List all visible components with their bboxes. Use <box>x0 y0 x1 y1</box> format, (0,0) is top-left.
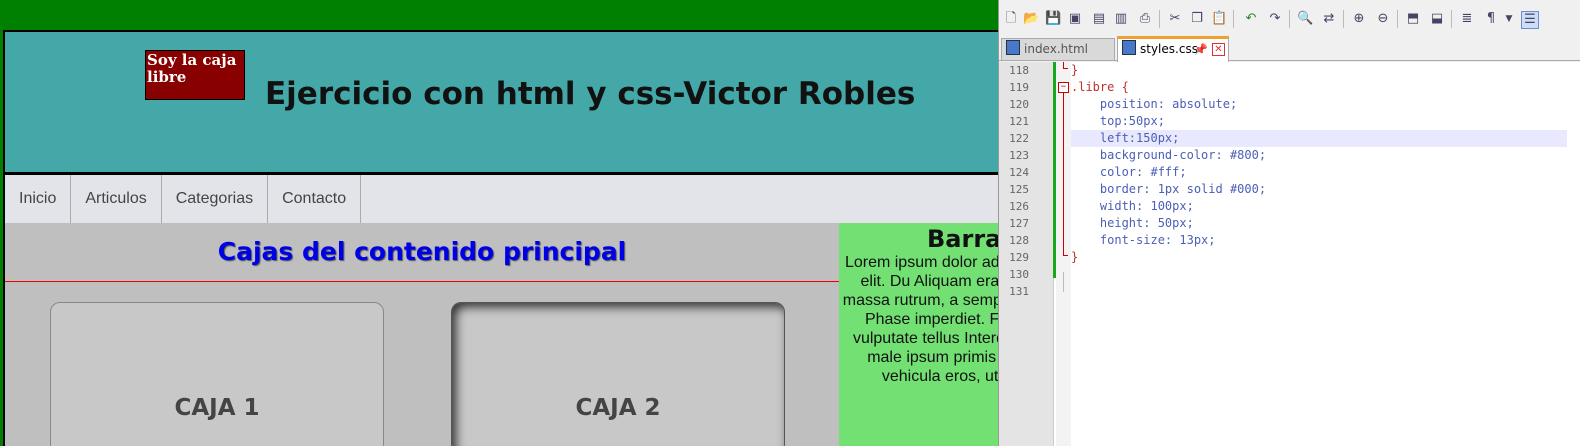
nav-item-categorias[interactable]: Categorias <box>162 175 269 223</box>
close-all-icon[interactable]: ▥ <box>1114 11 1128 26</box>
nav-item-articulos[interactable]: Articulos <box>71 175 162 223</box>
code-line: border: 1px solid #000; <box>1071 182 1267 196</box>
print-icon[interactable]: ⎙ <box>1139 11 1151 26</box>
code-line: position: absolute; <box>1071 97 1238 111</box>
toolbar-separator <box>1233 10 1234 28</box>
find-icon[interactable]: 🔍 <box>1297 11 1314 26</box>
vertical-scrollbar[interactable] <box>1567 62 1580 446</box>
save-icon[interactable]: 💾 <box>1045 11 1062 26</box>
line-number: 120 <box>1009 98 1029 111</box>
sidebar: Barra Lorem ipsum dolor adipiscing elit.… <box>839 223 1004 446</box>
nav-item-inicio[interactable]: Inicio <box>5 175 72 223</box>
code-line: background-color: #800; <box>1071 148 1267 162</box>
line-number: 131 <box>1009 285 1029 298</box>
sidebar-title: Barra <box>927 225 1002 253</box>
toolbar-separator <box>1159 10 1160 28</box>
close-tab-icon[interactable]: ✕ <box>1212 43 1225 56</box>
content-box-2-label: CAJA 2 <box>575 395 661 421</box>
toolbar-separator <box>1397 10 1398 28</box>
toolbar-separator <box>1289 10 1290 28</box>
code-line: height: 50px; <box>1071 216 1194 230</box>
line-number: 126 <box>1009 200 1029 213</box>
tab-styles-css[interactable]: styles.css 📌 ✕ <box>1117 36 1229 62</box>
nav-item-contacto[interactable]: Contacto <box>268 175 362 223</box>
code-line: font-size: 13px; <box>1071 233 1216 247</box>
show-all-chars-icon[interactable]: ¶ <box>1486 11 1496 26</box>
main-section-title: Cajas del contenido principal <box>5 223 839 282</box>
toolbar-separator <box>1343 10 1344 28</box>
code-line <box>1071 266 1571 283</box>
line-number: 123 <box>1009 149 1029 162</box>
site-header: Soy la caja libre Ejercicio con html y c… <box>5 32 1004 175</box>
code-line: } <box>1071 63 1079 77</box>
content-box-1: CAJA 1 <box>50 302 384 446</box>
fold-collapse-icon[interactable]: − <box>1058 82 1069 93</box>
main-nav: Inicio Articulos Categorias Contacto <box>5 175 1004 223</box>
line-number: 119 <box>1009 81 1029 94</box>
sync-v-icon[interactable]: ⬒ <box>1406 11 1420 26</box>
browser-viewport: Soy la caja libre Ejercicio con html y c… <box>3 30 1004 446</box>
new-file-icon[interactable]: 🗋 <box>1005 11 1017 26</box>
open-file-icon[interactable]: 📂 <box>1023 11 1040 26</box>
content-box-1-label: CAJA 1 <box>174 395 260 421</box>
sidebar-text: Lorem ipsum dolor adipiscing elit. Du Al… <box>842 254 1004 385</box>
cut-icon[interactable]: ✂ <box>1169 11 1181 26</box>
paste-icon[interactable]: 📋 <box>1211 11 1228 26</box>
line-number: 122 <box>1009 132 1029 145</box>
code-line: top:50px; <box>1071 114 1165 128</box>
fold-end-tick <box>1063 255 1068 256</box>
tab-label: styles.css <box>1140 42 1198 56</box>
copy-icon[interactable]: ❐ <box>1191 11 1203 26</box>
file-icon <box>1122 40 1136 55</box>
sync-h-icon[interactable]: ⬓ <box>1430 11 1444 26</box>
code-area[interactable]: 118 119 120 121 122 123 124 125 126 127 … <box>999 62 1580 446</box>
file-icon <box>1006 40 1020 55</box>
line-number: 121 <box>1009 115 1029 128</box>
code-line: } <box>1071 250 1079 264</box>
site-container: Soy la caja libre Ejercicio con html y c… <box>3 30 1004 446</box>
save-all-icon[interactable]: ▣ <box>1068 11 1082 26</box>
editor-tab-bar: index.html styles.css 📌 ✕ <box>999 36 1580 62</box>
code-line <box>1071 283 1571 300</box>
fold-line <box>1063 62 1064 68</box>
tab-label: index.html <box>1024 42 1088 56</box>
replace-icon[interactable]: ⇄ <box>1323 11 1335 26</box>
site-title: Ejercicio con html y css-Victor Robles <box>265 76 916 112</box>
close-icon[interactable]: ▤ <box>1092 11 1106 26</box>
tab-index-html[interactable]: index.html <box>1001 38 1115 60</box>
code-line: .libre { <box>1071 80 1129 94</box>
indent-guide-icon[interactable]: ☰ <box>1521 11 1539 29</box>
fold-line <box>1063 272 1064 292</box>
code-line-current: left:150px; <box>1071 130 1571 147</box>
editor-toolbar: 🗋 📂 💾 ▣ ▤ ▥ ⎙ ✂ ❐ 📋 ↶ ↷ 🔍 ⇄ ⊕ ⊖ ⬒ ⬓ ≣ ¶ … <box>999 0 1580 36</box>
zoom-in-icon[interactable]: ⊕ <box>1353 11 1365 26</box>
redo-icon[interactable]: ↷ <box>1269 11 1281 26</box>
change-history-bar <box>1053 62 1056 278</box>
line-number: 128 <box>1009 234 1029 247</box>
code-editor-window: 🗋 📂 💾 ▣ ▤ ▥ ⎙ ✂ ❐ 📋 ↶ ↷ 🔍 ⇄ ⊕ ⊖ ⬒ ⬓ ≣ ¶ … <box>998 0 1580 446</box>
free-box: Soy la caja libre <box>145 50 245 100</box>
fold-end-tick <box>1063 68 1068 69</box>
line-number-gutter: 118 119 120 121 122 123 124 125 126 127 … <box>999 62 1054 446</box>
chevron-down-icon[interactable]: ▼ <box>1505 14 1513 24</box>
content-box-2: CAJA 2 <box>451 302 785 446</box>
code-line: width: 100px; <box>1071 199 1194 213</box>
line-number: 125 <box>1009 183 1029 196</box>
toolbar-separator <box>1451 10 1452 28</box>
line-number: 127 <box>1009 217 1029 230</box>
line-number: 118 <box>1009 64 1029 77</box>
pin-icon[interactable]: 📌 <box>1194 43 1208 56</box>
zoom-out-icon[interactable]: ⊖ <box>1377 11 1389 26</box>
code-line: color: #fff; <box>1071 165 1187 179</box>
line-number: 130 <box>1009 268 1029 281</box>
line-number: 129 <box>1009 251 1029 264</box>
fold-line <box>1063 93 1064 255</box>
main-title-text: Cajas del contenido principal <box>217 237 627 266</box>
undo-icon[interactable]: ↶ <box>1245 11 1257 26</box>
line-number: 124 <box>1009 166 1029 179</box>
word-wrap-icon[interactable]: ≣ <box>1461 11 1473 26</box>
